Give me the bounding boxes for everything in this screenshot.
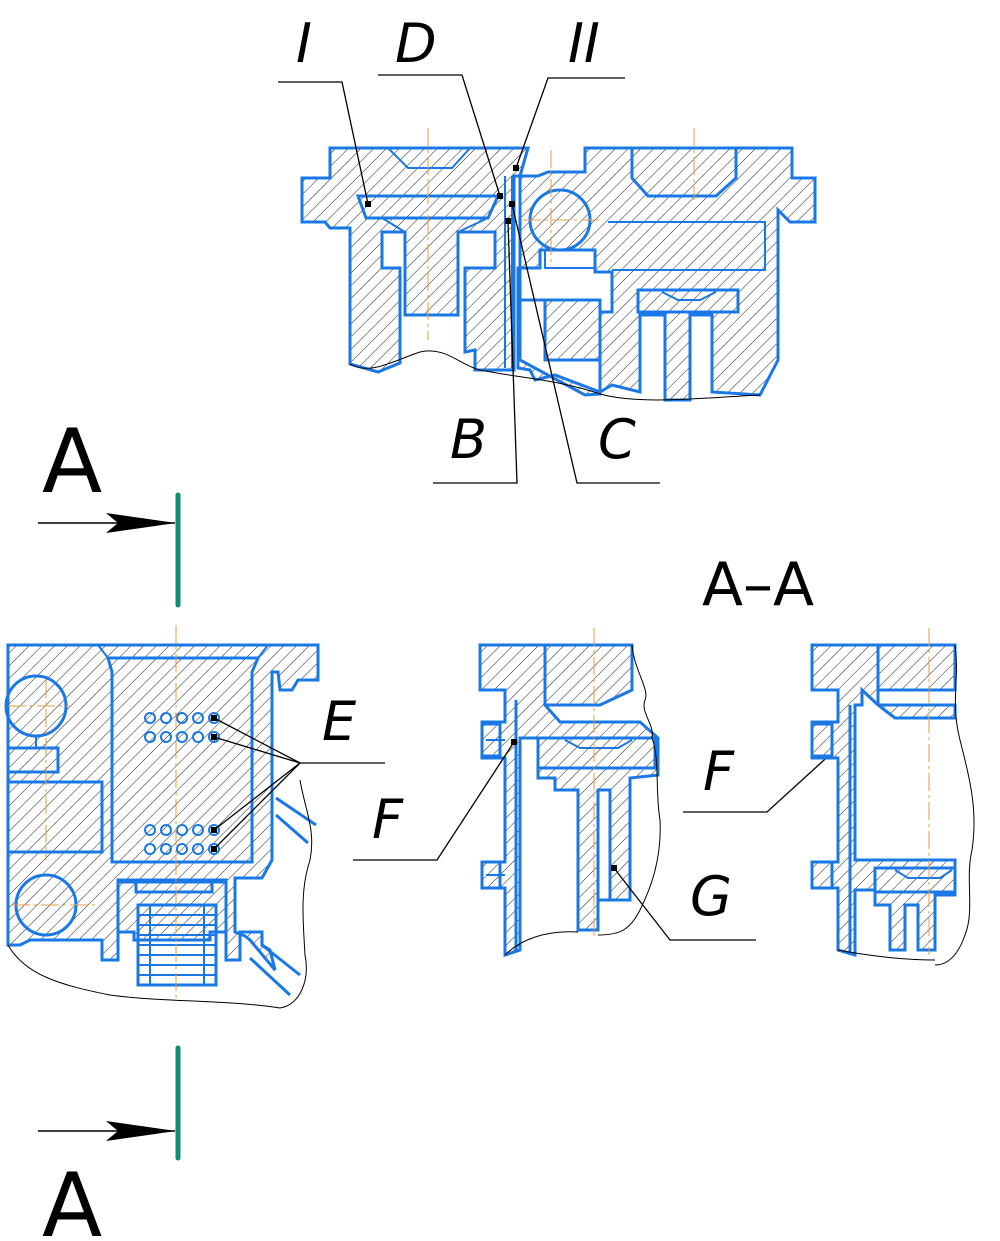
leader-F-2 bbox=[683, 739, 847, 813]
top-section-view bbox=[300, 128, 817, 402]
label-F-1: F bbox=[372, 788, 404, 851]
left-housing bbox=[6, 643, 320, 971]
right-bolt-2 bbox=[810, 860, 834, 890]
right-channel-plate bbox=[873, 866, 957, 894]
top-right-slot bbox=[636, 288, 740, 314]
top-cone-stem bbox=[381, 217, 489, 233]
right-break-bottom bbox=[837, 949, 936, 961]
label-G: G bbox=[690, 865, 732, 928]
middle-bolt-2 bbox=[480, 860, 502, 890]
left-diagonal-channel bbox=[248, 943, 301, 997]
leader-F-1 bbox=[353, 741, 515, 861]
arrow-top-head bbox=[106, 513, 176, 533]
section-title: A–A bbox=[702, 550, 814, 620]
top-right-housing bbox=[516, 146, 817, 402]
middle-break-right bbox=[597, 644, 661, 936]
section-mark-top: A bbox=[42, 410, 102, 513]
middle-channel-groove bbox=[564, 739, 633, 749]
label-F-2: F bbox=[703, 740, 735, 803]
leader-D bbox=[378, 74, 501, 197]
leader-II bbox=[515, 77, 625, 169]
top-right-cup bbox=[630, 148, 738, 198]
section-mark-bottom: A bbox=[42, 1154, 102, 1241]
right-bolt-1 bbox=[810, 722, 834, 758]
middle-channel-plate bbox=[536, 736, 657, 770]
leader-E-4 bbox=[213, 762, 301, 850]
middle-housing bbox=[478, 643, 660, 958]
left-screw-threads bbox=[138, 905, 216, 985]
label-I: I bbox=[296, 12, 312, 75]
leader-B bbox=[433, 221, 518, 484]
marker-B bbox=[505, 218, 511, 224]
left-cavity-rim bbox=[97, 644, 269, 659]
left-chamber-1 bbox=[6, 746, 60, 774]
top-break-line bbox=[349, 350, 761, 401]
right-break-right bbox=[934, 644, 975, 966]
label-C: C bbox=[598, 408, 636, 471]
top-leaders bbox=[278, 74, 660, 484]
cutting-plane-marks: A A bbox=[38, 410, 181, 1241]
leader-G bbox=[613, 867, 756, 941]
left-hole-grid bbox=[144, 712, 220, 855]
middle-section-view bbox=[478, 628, 661, 958]
leader-I bbox=[278, 81, 369, 205]
right-channel-groove bbox=[894, 869, 953, 879]
label-D: D bbox=[395, 12, 437, 75]
middle-bolt-1 bbox=[480, 722, 502, 758]
left-chamber-2 bbox=[6, 780, 104, 854]
label-II: II bbox=[568, 12, 600, 75]
marker-C bbox=[509, 201, 515, 207]
leader-E-2 bbox=[213, 736, 301, 764]
right-housing bbox=[810, 643, 957, 958]
top-right-cavity bbox=[608, 221, 766, 271]
middle-break-bottom bbox=[504, 931, 579, 956]
label-B: B bbox=[450, 408, 487, 471]
top-right-slot-inner bbox=[661, 291, 717, 301]
leader-E-3 bbox=[213, 762, 301, 831]
top-left-housing bbox=[300, 146, 530, 374]
marker-II bbox=[513, 165, 519, 171]
left-side-pipe bbox=[275, 796, 317, 845]
leader-C bbox=[511, 203, 660, 484]
right-section-view bbox=[810, 628, 975, 966]
marker-D bbox=[497, 193, 503, 199]
left-piston-cap bbox=[134, 878, 214, 894]
arrow-bottom-head bbox=[106, 1121, 176, 1141]
top-piston-channel bbox=[544, 250, 612, 273]
left-view bbox=[4, 625, 320, 1009]
label-E: E bbox=[322, 690, 357, 753]
marker-I bbox=[365, 201, 371, 207]
left-break-line bbox=[7, 779, 313, 1009]
top-cone-recess bbox=[387, 147, 471, 169]
left-screw-body bbox=[136, 903, 218, 987]
middle-piston-bore bbox=[596, 788, 612, 902]
middle-bolt-lines bbox=[486, 739, 505, 876]
leaders-E bbox=[211, 715, 385, 852]
